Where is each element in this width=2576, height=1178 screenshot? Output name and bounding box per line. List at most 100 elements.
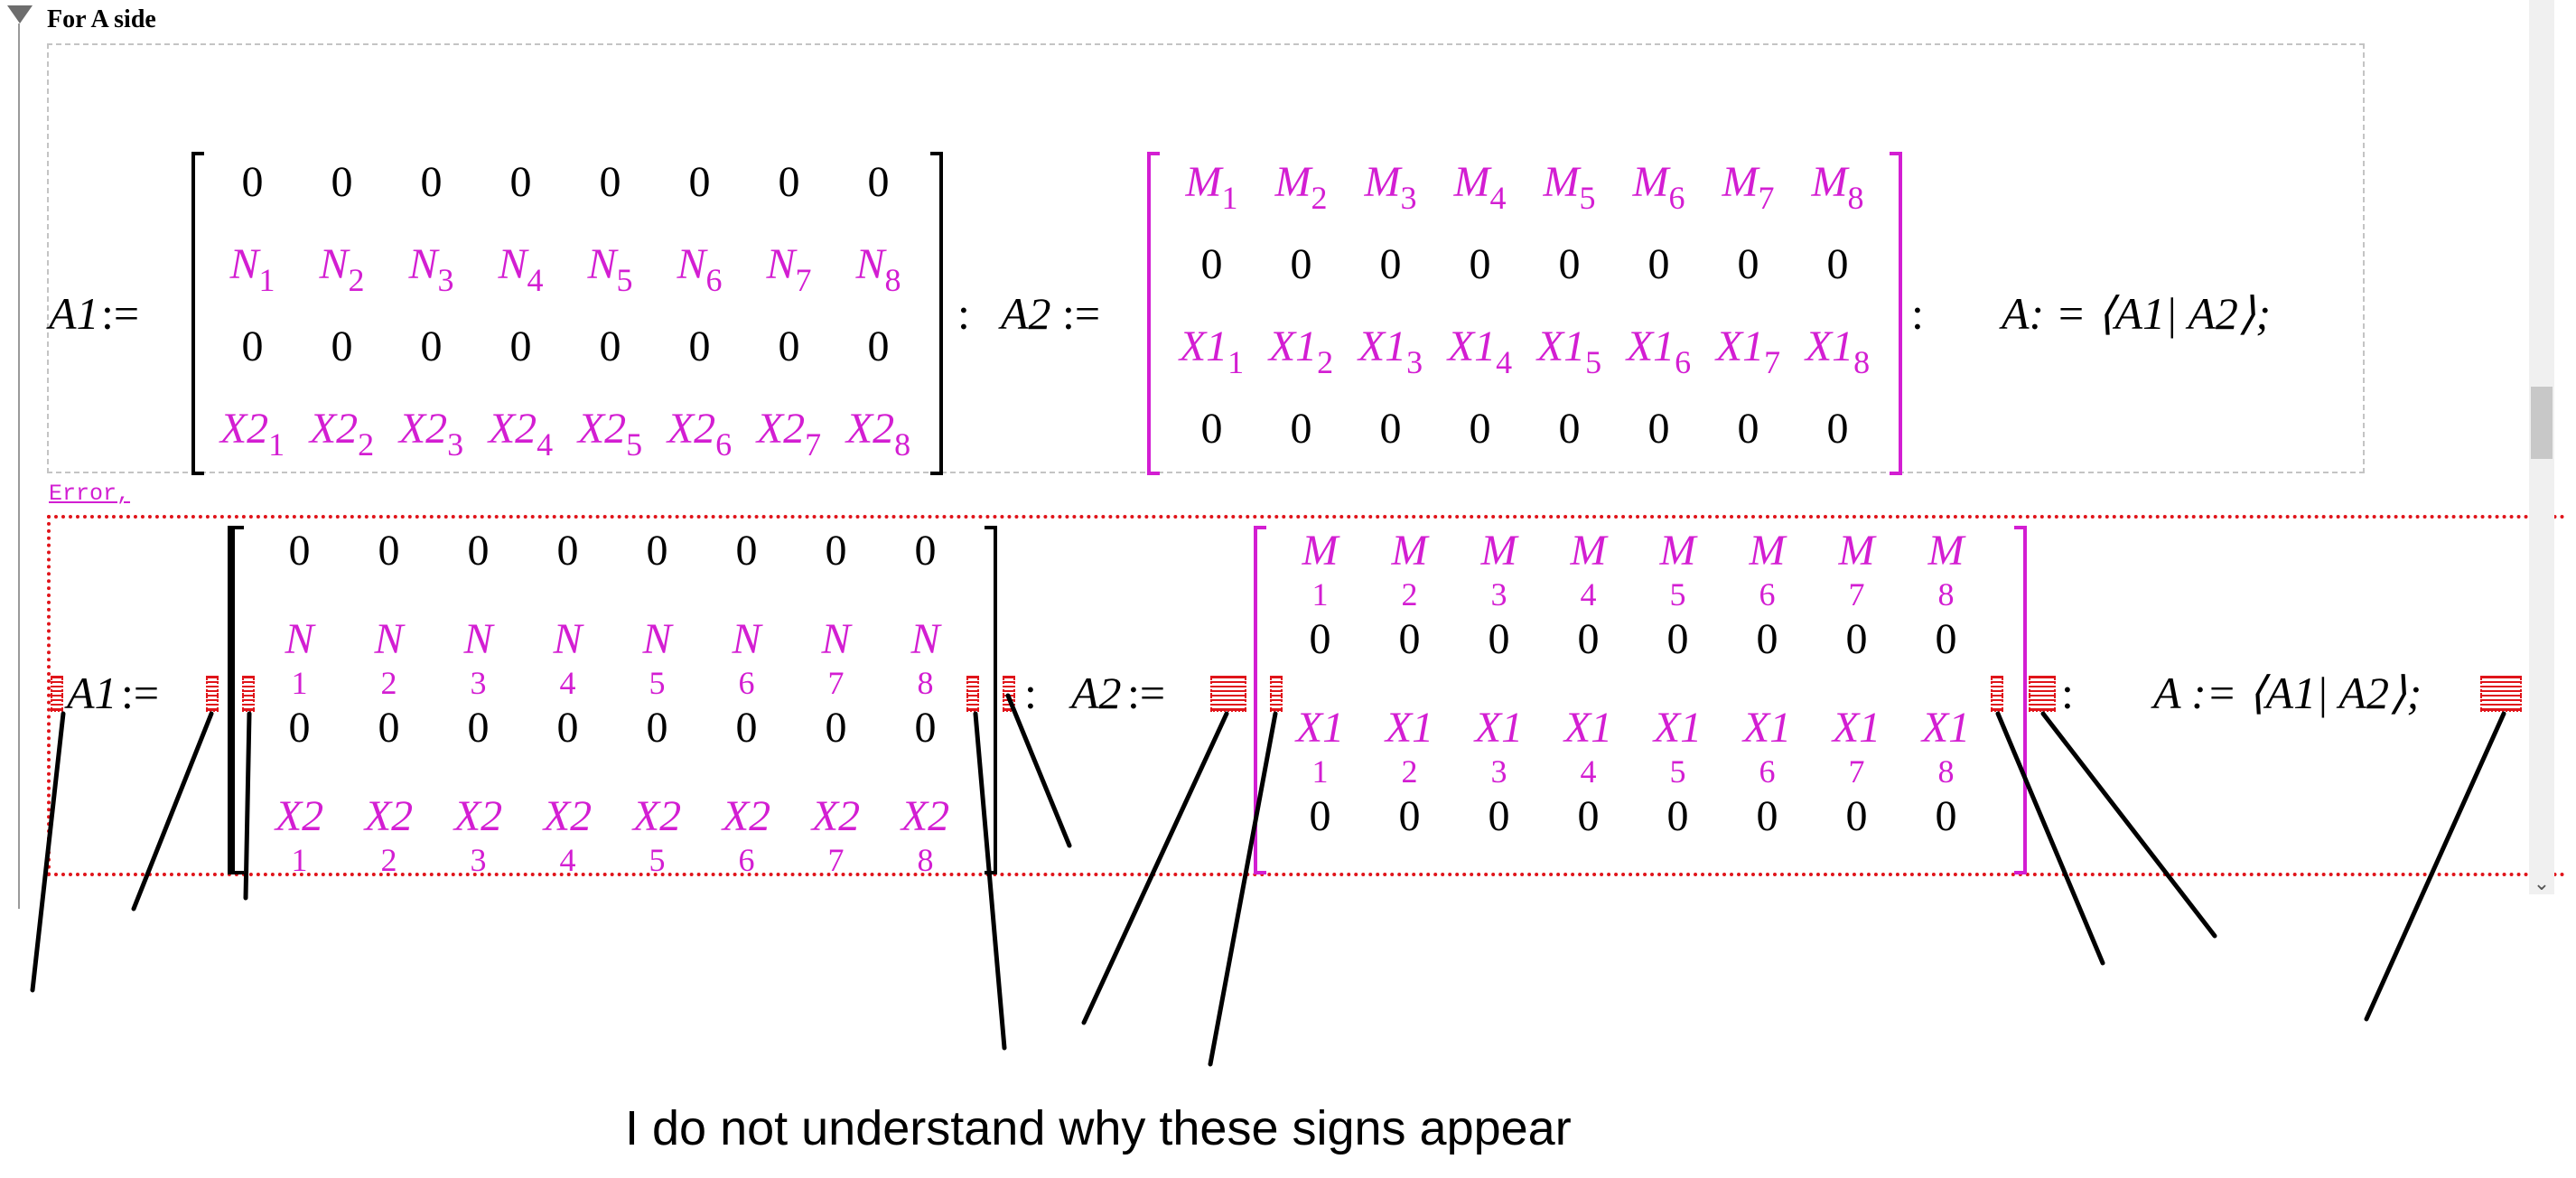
input-a1-cell: 0 [599, 323, 621, 370]
input-region[interactable] [47, 43, 2365, 473]
input-a2-cell: 0 [1379, 405, 1402, 453]
section-title: For A side [47, 5, 156, 33]
scrollbar-thumb[interactable] [2531, 387, 2553, 459]
input-a1-cell: 0 [331, 323, 353, 370]
input-a2-cell: 0 [1826, 405, 1849, 453]
placeholder-glyph [2029, 676, 2056, 712]
input-a1-cell: X21 [219, 405, 285, 463]
input-a2-cell: M1 [1185, 158, 1238, 216]
output-a2-cell: 0 [1935, 792, 1957, 840]
output-a2-cell: 0 [1488, 615, 1510, 663]
error-output-region [47, 515, 2567, 876]
input-a1-cell: X26 [667, 405, 733, 463]
input-a2-cell: 0 [1200, 405, 1223, 453]
output-a1-assign: := [121, 668, 160, 718]
input-a2-cell: M5 [1543, 158, 1596, 216]
output-a2-cell: 0 [1756, 792, 1778, 840]
input-a1-cell: N2 [319, 240, 365, 298]
collapse-section-triangle-icon[interactable] [7, 5, 33, 23]
input-a1-cell: 0 [778, 323, 800, 370]
output-a1-cell: 0 [467, 527, 490, 575]
input-a1-cell: N3 [408, 240, 454, 298]
output-a1-cell: 0 [378, 704, 400, 752]
input-a2-cell: 0 [1379, 240, 1402, 288]
placeholder-glyph [2480, 676, 2522, 712]
input-a1-cell: N1 [229, 240, 275, 298]
annotation-arrow [1208, 711, 1278, 1067]
output-a2-assign: := [1127, 668, 1166, 718]
placeholder-glyph [242, 676, 255, 712]
output-a2-cell: 0 [1756, 615, 1778, 663]
output-a2-cell: 0 [1845, 615, 1868, 663]
output-a2-cell: 0 [1488, 792, 1510, 840]
output-a1-cell: 0 [646, 527, 668, 575]
output-a-concat-expr: A := ⟨A1| A2⟩; [2153, 668, 2422, 718]
input-a2-label: A2 [1001, 288, 1051, 339]
input-a1-cell: 0 [420, 158, 443, 206]
error-label[interactable]: Error, [49, 481, 131, 507]
input-a2-cell: X16 [1626, 323, 1692, 380]
output-a2-right-bracket [2014, 526, 2027, 874]
input-a1-cell: X28 [845, 405, 911, 463]
input-a2-cell: 0 [1737, 240, 1759, 288]
input-a1-cell: 0 [241, 158, 264, 206]
output-colon-2: : [2061, 668, 2074, 718]
input-a2-cell: X14 [1447, 323, 1513, 380]
input-a1-assign: := [101, 288, 140, 339]
input-a2-cell: 0 [1200, 240, 1223, 288]
scroll-down-arrow-icon[interactable]: ⌄ [2533, 873, 2551, 895]
output-a1-cell: 0 [825, 527, 847, 575]
input-a2-cell: X13 [1358, 323, 1423, 380]
input-colon-1: : [957, 288, 970, 339]
input-a2-cell: M8 [1811, 158, 1864, 216]
output-a1-cell: 0 [288, 527, 311, 575]
input-a1-cell: 0 [688, 158, 711, 206]
input-a-concat-expr: A: = ⟨A1| A2⟩; [2002, 288, 2272, 339]
input-a2-cell: M2 [1274, 158, 1328, 216]
output-a2-cell: 0 [1398, 792, 1421, 840]
placeholder-glyph [1270, 676, 1283, 712]
input-a1-cell: 0 [867, 158, 890, 206]
input-a2-cell: 0 [1469, 405, 1491, 453]
annotation-arrow [1995, 711, 2105, 966]
input-a2-cell: 0 [1469, 240, 1491, 288]
input-a2-cell: X11 [1179, 323, 1245, 380]
placeholder-glyph [966, 676, 979, 712]
annotation-arrow [1005, 693, 1072, 848]
input-a1-cell: X23 [398, 405, 464, 463]
output-a1-cell: 0 [825, 704, 847, 752]
input-a2-cell: 0 [1647, 405, 1670, 453]
input-a2-cell: 0 [1558, 405, 1581, 453]
input-a2-cell: 0 [1558, 240, 1581, 288]
output-a1-label: A1 [67, 668, 117, 718]
output-a2-label: A2 [1071, 668, 1122, 718]
output-a1-cell: 0 [556, 704, 579, 752]
input-a2-left-bracket [1147, 152, 1160, 475]
input-a1-cell: N5 [587, 240, 633, 298]
output-a1-cell: 0 [288, 704, 311, 752]
input-a2-cell: X18 [1805, 323, 1871, 380]
output-a1-cell: 0 [467, 704, 490, 752]
output-a2-cell: 0 [1666, 615, 1689, 663]
input-a2-cell: M7 [1722, 158, 1775, 216]
input-a1-cell: N4 [498, 240, 544, 298]
output-a1-cell: 0 [735, 527, 758, 575]
input-a1-cell: 0 [509, 158, 532, 206]
